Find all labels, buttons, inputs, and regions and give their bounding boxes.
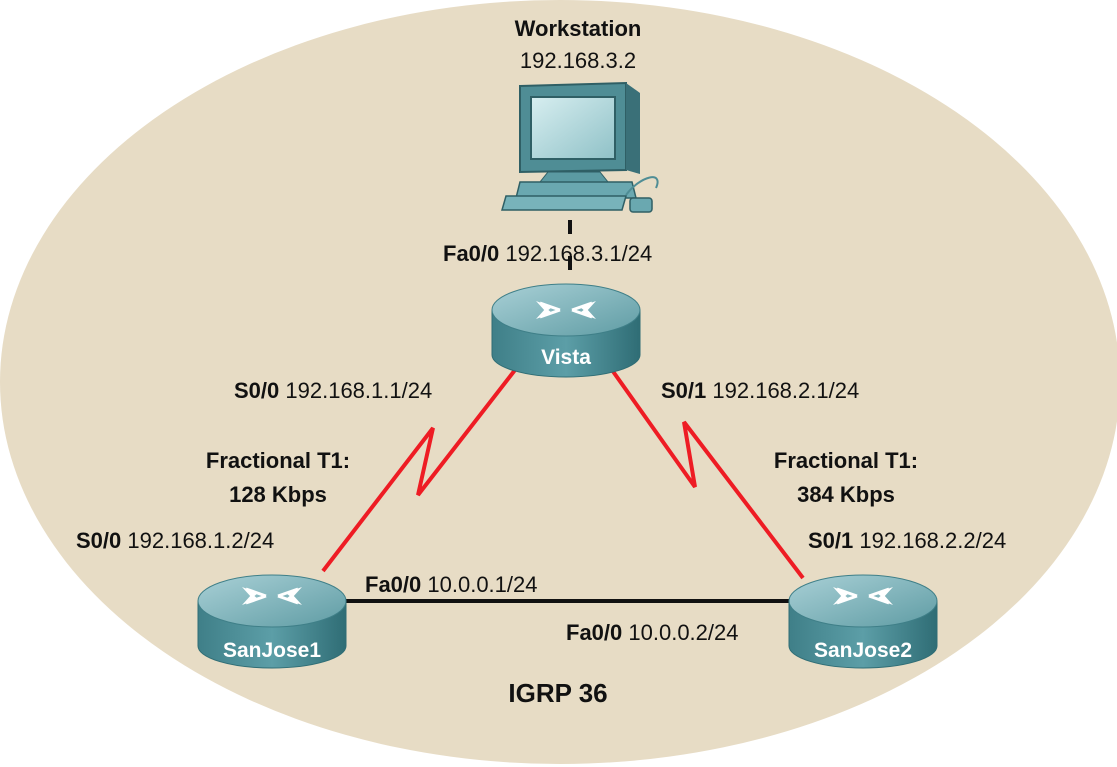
vista-fa-interface-label: Fa0/0 192.168.3.1/24 — [443, 241, 652, 267]
serial-link-vista-sanjose2 — [610, 368, 805, 580]
vista-s00-address: 192.168.1.1/24 — [285, 378, 433, 403]
sanjose2-s01-interface-label: S0/1 192.168.2.2/24 — [808, 528, 1006, 554]
sanjose2-s01-address: 192.168.2.2/24 — [859, 528, 1007, 553]
left-link-speed: 128 Kbps — [229, 482, 327, 507]
router-sanjose2-icon: SanJose2 — [788, 574, 938, 669]
router-sanjose1-label: SanJose1 — [223, 639, 321, 662]
sanjose1-fa-address: 10.0.0.1/24 — [427, 572, 538, 597]
router-vista-icon: Vista — [491, 283, 641, 378]
router-vista-label: Vista — [541, 346, 591, 369]
vista-s01-interface-label: S0/1 192.168.2.1/24 — [661, 378, 859, 404]
right-link-type: Fractional T1: — [773, 448, 919, 473]
workstation-ip: 192.168.3.2 — [519, 48, 637, 73]
vista-s00-port: S0/0 — [234, 378, 280, 403]
vista-fa-address: 192.168.3.1/24 — [505, 241, 653, 266]
vista-s00-interface-label: S0/0 192.168.1.1/24 — [234, 378, 432, 404]
sanjose2-s01-port: S0/1 — [808, 528, 854, 553]
sanjose2-fa-interface-label: Fa0/0 10.0.0.2/24 — [566, 620, 739, 646]
serial-link-vista-sanjose1 — [321, 368, 517, 573]
sanjose1-s00-port: S0/0 — [76, 528, 122, 553]
router-sanjose2-label: SanJose2 — [814, 639, 912, 662]
workstation-title: Workstation — [514, 16, 642, 41]
vista-fa-port: Fa0/0 — [443, 241, 500, 266]
sanjose1-s00-address: 192.168.1.2/24 — [127, 528, 275, 553]
left-link-type: Fractional T1: — [205, 448, 351, 473]
sanjose1-s00-interface-label: S0/0 192.168.1.2/24 — [76, 528, 274, 554]
router-sanjose1-icon: SanJose1 — [197, 574, 347, 669]
vista-s01-port: S0/1 — [661, 378, 707, 403]
right-link-speed: 384 Kbps — [797, 482, 895, 507]
protocol-label: IGRP 36 — [508, 678, 608, 708]
sanjose1-fa-port: Fa0/0 — [365, 572, 422, 597]
sanjose2-fa-port: Fa0/0 — [566, 620, 623, 645]
sanjose1-fa-interface-label: Fa0/0 10.0.0.1/24 — [365, 572, 538, 598]
vista-s01-address: 192.168.2.1/24 — [712, 378, 860, 403]
sanjose2-fa-address: 10.0.0.2/24 — [628, 620, 739, 645]
workstation-computer-icon — [501, 81, 659, 213]
